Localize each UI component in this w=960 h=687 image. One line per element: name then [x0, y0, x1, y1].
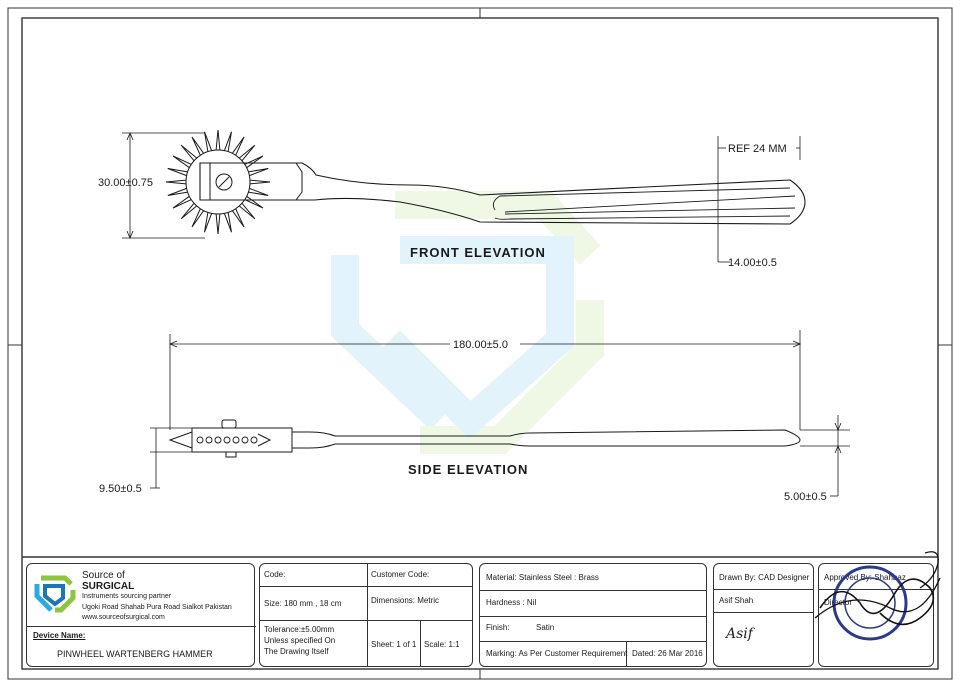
company-website: www.sourceofsurgical.com [82, 614, 165, 621]
customer-code-label: Customer Code: [371, 570, 430, 579]
pinwheel-spike [167, 168, 188, 177]
company-box: Source of SURGICAL Instruments sourcing … [26, 563, 256, 667]
dim-wheel-thickness [150, 427, 192, 489]
scale-text: Scale: 1:1 [424, 640, 460, 649]
dim-wheel-diameter [122, 131, 205, 240]
side-elevation: 180.00±5.0 9.50±0.5 5.00±0 [99, 330, 850, 503]
device-name-label: Device Name: [33, 631, 86, 640]
front-elevation-label: FRONT ELEVATION [410, 245, 546, 260]
side-elevation-label: SIDE ELEVATION [408, 462, 528, 477]
pinwheel-spike [238, 202, 256, 220]
dim-overall-length [168, 330, 802, 430]
approver-fragment: Director [824, 598, 853, 607]
dim-overall-length-text: 180.00±5.0 [453, 339, 508, 351]
front-elevation: 30.00±0.75 REF 24 MM 14.00±0.5 FRONT ELE… [98, 129, 806, 269]
pinwheel-spike [249, 179, 271, 185]
pinwheel-spike [167, 187, 188, 196]
dim-handle-thickness [800, 415, 850, 497]
size-text: Size: 180 mm , 18 cm [264, 599, 342, 608]
marking-text: Marking: As Per Customer Requirement [486, 649, 628, 658]
company-stamp [814, 551, 941, 641]
specs-box-2: Material: Stainless Steel : Brass Hardne… [479, 563, 707, 667]
side-pin-tip [168, 431, 193, 449]
pinwheel-spike [215, 213, 221, 235]
dim-ref-handle-text: REF 24 MM [728, 143, 787, 155]
dim-handle-thickness-text: 5.00±0.5 [784, 491, 827, 503]
company-address: Ugoki Road Shahab Pura Road Sialkot Paki… [82, 604, 232, 611]
pinwheel-spike [244, 195, 264, 209]
grip-grooves [492, 187, 796, 220]
side-pin-arrow [257, 433, 272, 447]
specs-box-1: Code: Customer Code: Size: 180 mm , 18 c… [259, 563, 473, 667]
side-head-foot [225, 451, 237, 458]
dimensions-text: Dimensions: Metric [371, 596, 440, 605]
front-yoke [209, 162, 303, 201]
pinwheel-spike [223, 212, 232, 233]
pinwheel-spike [244, 155, 264, 169]
drawer-name: Asif Shah [719, 596, 754, 605]
watermark-logo [331, 191, 604, 454]
center-marks [8, 8, 952, 679]
pinwheel-spike [204, 131, 213, 152]
company-logo-icon [34, 575, 76, 613]
pinwheel-spike [180, 144, 198, 162]
pinwheel-spike [231, 208, 245, 228]
pinwheel-spike [204, 212, 213, 233]
dated-text: Dated: 26 Mar 2016 [632, 649, 703, 658]
hub-screw-slot [218, 176, 230, 188]
pinwheel-spike [223, 131, 232, 152]
pinwheel-spike [172, 195, 192, 209]
pinwheel-spike [191, 136, 205, 156]
pinwheel-spike [215, 129, 221, 151]
tolerance-line-3: The Drawing Itself [264, 647, 329, 656]
side-shaft [292, 429, 801, 449]
side-pin-holes [196, 436, 258, 444]
company-name-line1: Source of [82, 570, 125, 581]
dim-wheel-thickness-text: 9.50±0.5 [99, 483, 142, 495]
pinwheel-spike [248, 168, 269, 177]
pinwheel-spikes [165, 129, 271, 235]
tolerance-line-1: Tolerance:±5.00mm [264, 625, 335, 634]
pinwheel-spike [165, 179, 187, 185]
approved-by-text: Approved By: Shahbaz [824, 573, 906, 582]
finish-label: Finish: [486, 623, 510, 632]
sheet-text: Sheet: 1 of 1 [371, 640, 417, 649]
tolerance-line-2: Unless specified On [264, 636, 336, 645]
drawer-signature: Asif [726, 626, 753, 642]
drawn-by-text: Drawn By: CAD Designer [719, 573, 810, 582]
side-head-cap [221, 419, 237, 429]
pinwheel-spike [191, 208, 205, 228]
dim-ref-handle [717, 136, 801, 262]
company-name-line2: SURGICAL [82, 581, 135, 592]
pinwheel-spike [180, 202, 198, 220]
pinwheel-spike [248, 187, 269, 196]
material-text: Material: Stainless Steel : Brass [486, 573, 599, 582]
dim-handle-width-text: 14.00±0.5 [728, 257, 777, 269]
company-tagline: Instruments sourcing partner [82, 593, 172, 600]
pinwheel-spike [231, 136, 245, 156]
pinwheel-spike [172, 155, 192, 169]
finish-value: Satin [536, 623, 555, 632]
code-label: Code: [264, 570, 286, 579]
front-handle-outline [199, 162, 806, 225]
drawn-by-box: Drawn By: CAD Designer Asif Shah Asif [713, 563, 814, 667]
dim-wheel-diameter-text: 30.00±0.75 [98, 177, 153, 189]
pinwheel-spike [238, 144, 256, 162]
device-name: PINWHEEL WARTENBERG HAMMER [57, 649, 213, 659]
hardness-text: Hardness : Nil [486, 598, 537, 607]
